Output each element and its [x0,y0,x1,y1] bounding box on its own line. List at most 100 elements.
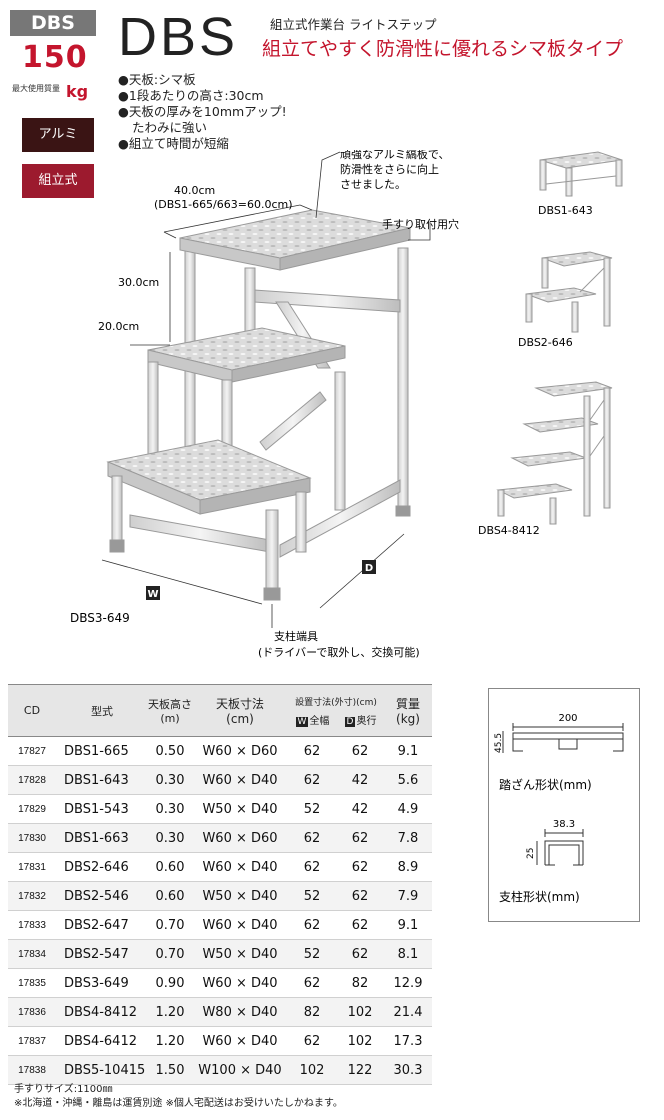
profile-drawings: 200 45.5 踏ざん形状(mm) 38.3 25 支柱形状(mm) [494,713,624,904]
cell-plate: W60 × D60 [192,823,288,853]
cell-plate: W50 × D40 [192,881,288,911]
cell-w: 62 [288,968,336,998]
cell-height: 1.20 [148,997,192,1027]
cell-height: 0.60 [148,881,192,911]
post-label: 支柱形状(mm) [499,889,580,904]
cell-w: 52 [288,794,336,824]
cell-d: 62 [336,823,384,853]
cell-mass: 21.4 [384,997,432,1027]
thumb-dbs4-8412 [496,381,613,525]
thumb-label: DBS1-643 [538,204,593,217]
cell-w: 62 [288,1026,336,1056]
d-tag: D [344,716,356,727]
cell-plate: W50 × D40 [192,794,288,824]
cell-d: 102 [336,997,384,1027]
w-marker-box [146,586,160,600]
d-label: 奥行 [356,715,377,727]
cell-mass: 30.3 [384,1055,432,1085]
tread-label: 踏ざん形状(mm) [499,777,592,792]
d-marker: D [365,563,373,574]
cell-mass: 9.1 [384,736,432,766]
cell-cd: 17837 [8,1026,56,1056]
cell-model: DBS1-665 [56,736,148,766]
cell-cd: 17834 [8,939,56,969]
series-tag: DBS [10,10,96,36]
cell-cd: 17827 [8,736,56,766]
cell-model: DBS2-646 [56,852,148,882]
dim-height: 30.0cm [118,276,159,289]
feature-item: たわみに強い [132,120,208,135]
dimension-lines [101,151,431,628]
cell-plate: W60 × D40 [192,968,288,998]
plate-note-line: 防滑性をさらに向上 [340,162,439,176]
cell-w: 102 [288,1055,336,1085]
cell-cd: 17833 [8,910,56,940]
col-height-unit: (m) [160,712,180,725]
thumb-label: DBS4-8412 [478,524,540,537]
cell-height: 0.90 [148,968,192,998]
tread-width: 200 [558,713,577,724]
cell-d: 62 [336,852,384,882]
cell-w: 82 [288,997,336,1027]
col-cd: CD [8,684,56,737]
cell-model: DBS5-10415 [56,1055,148,1085]
col-mass-unit: (kg) [396,712,420,726]
cell-model: DBS2-647 [56,910,148,940]
cell-mass: 7.8 [384,823,432,853]
col-height: 天板高さ (m) [148,684,192,737]
cell-w: 62 [288,910,336,940]
cell-mass: 9.1 [384,910,432,940]
cell-height: 0.30 [148,823,192,853]
cell-plate: W50 × D40 [192,939,288,969]
capacity-unit: kg [66,82,89,101]
type-badge: 組立式 [22,164,94,198]
footnote-shipping: ※北海道・沖縄・離島は運賃別途 ※個人宅配送はお受けいたしかねます。 [14,1098,343,1109]
thumb-dbs2-646 [525,251,613,333]
product-subtitle: 組立式作業台 ライトステップ [270,17,437,32]
product-headline: 組立てやすく防滑性に優れるシマ板タイプ [262,38,624,60]
w-label: 全幅 [309,715,330,727]
cell-w: 62 [288,823,336,853]
w-marker: W [147,589,158,600]
cell-w: 62 [288,736,336,766]
cell-mass: 4.9 [384,794,432,824]
cell-mass: 8.9 [384,852,432,882]
cell-plate: W60 × D40 [192,910,288,940]
col-plate-label: 天板寸法 [215,697,264,711]
foot-note: 支柱端具 [274,629,318,643]
cell-model: DBS4-6412 [56,1026,148,1056]
post-profile [536,829,584,866]
cell-w: 62 [288,852,336,882]
capacity-value: 150 [22,40,88,75]
material-badge: アルミ [22,118,94,152]
product-illustration: 40.0cm (DBS1-665/663=60.0cm) 30.0cm 20.0… [70,150,623,659]
cell-mass: 12.9 [384,968,432,998]
cell-model: DBS4-8412 [56,997,148,1027]
cell-cd: 17832 [8,881,56,911]
plate-note-line: 頑強なアルミ縞板で、 [340,150,449,161]
cell-cd: 17829 [8,794,56,824]
cell-plate: W60 × D40 [192,852,288,882]
cell-height: 0.70 [148,939,192,969]
feature-item: ●1段あたりの高さ:30cm [118,88,264,103]
plate-note-line: させました。 [340,178,406,191]
cell-d: 82 [336,968,384,998]
cell-d: 42 [336,794,384,824]
cell-cd: 17831 [8,852,56,882]
dim-top-width-note: (DBS1-665/663=60.0cm) [154,198,293,211]
cell-model: DBS2-546 [56,881,148,911]
cell-plate: W60 × D60 [192,736,288,766]
feature-item: ●天板:シマ板 [118,72,196,87]
col-mass-label: 質量 [395,697,420,711]
cell-mass: 5.6 [384,765,432,795]
